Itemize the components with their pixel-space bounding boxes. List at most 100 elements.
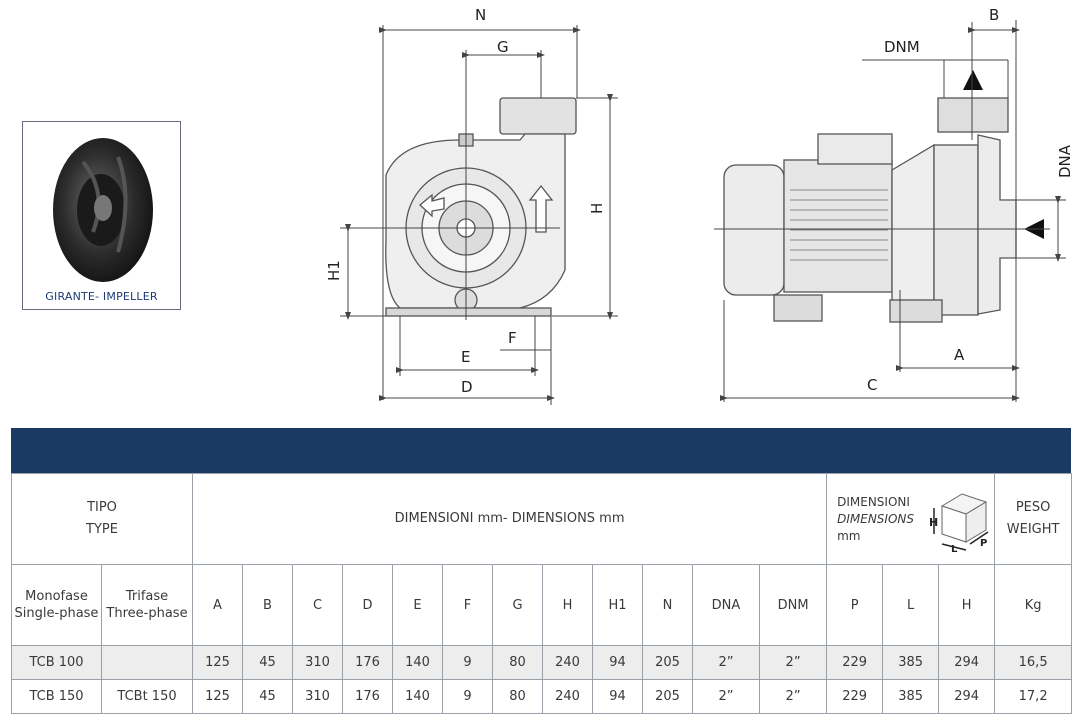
cell: 385 — [882, 679, 940, 714]
col-header: H — [938, 564, 996, 646]
cell: 294 — [938, 645, 996, 680]
cell: 240 — [542, 645, 593, 680]
monofase-label: Monofase — [25, 589, 88, 604]
dim-label-A: A — [954, 346, 965, 364]
cell: 176 — [342, 645, 393, 680]
col-header: DNM — [758, 564, 828, 646]
dim-label-E: E — [461, 348, 470, 366]
col-header: P — [826, 564, 884, 646]
three-phase-label: Three-phase — [106, 606, 188, 621]
col-header: DNA — [692, 564, 760, 646]
cell: 310 — [292, 645, 343, 680]
cell: 2” — [758, 645, 828, 680]
cell: 229 — [826, 645, 884, 680]
dim-label-N: N — [475, 6, 486, 24]
cell: 385 — [882, 645, 940, 680]
col-header: B — [242, 564, 293, 646]
dim-label-F: F — [508, 329, 517, 347]
model-mono: TCB 150 — [11, 679, 102, 714]
cell: 310 — [292, 679, 343, 714]
table-row: TCB 150 TCBt 150 125 45 310 176 140 9 80… — [11, 679, 1073, 714]
model-mono: TCB 100 — [11, 645, 102, 680]
dim-label-D: D — [461, 378, 473, 396]
cell: 45 — [242, 679, 293, 714]
impeller-image — [53, 138, 153, 282]
cell: 9 — [442, 645, 493, 680]
svg-text:L: L — [951, 544, 958, 554]
pack-dim-label: DIMENSIONI — [837, 494, 910, 509]
column-header-row: Monofase Single-phase Trifase Three-phas… — [11, 564, 1073, 646]
cell: 17,2 — [994, 679, 1073, 714]
col-header: D — [342, 564, 393, 646]
dim-label-H: H — [588, 203, 606, 214]
monofase-header: Monofase Single-phase — [11, 564, 102, 646]
cell: 94 — [592, 645, 643, 680]
col-header: H — [542, 564, 593, 646]
col-header: E — [392, 564, 443, 646]
model-tri: TCBt 150 — [101, 679, 193, 714]
cell: 294 — [938, 679, 996, 714]
weight-header-cell: PESO WEIGHT — [994, 473, 1073, 565]
col-header: N — [642, 564, 693, 646]
cell: 2” — [692, 679, 760, 714]
dim-label-DNA: DNA — [1056, 144, 1074, 178]
cell: 140 — [392, 679, 443, 714]
cell: 205 — [642, 645, 693, 680]
technical-drawing: N G H H1 F E D — [325, 6, 1074, 405]
dimensions-title: DIMENSIONI mm- DIMENSIONS mm — [191, 473, 828, 565]
front-view-pump — [385, 97, 577, 317]
front-dimension-lines — [340, 25, 618, 405]
dim-label-DNM: DNM — [884, 38, 920, 56]
dim-label-G: G — [497, 38, 509, 56]
discharge-arrow-icon — [963, 70, 983, 90]
trifase-label: Trifase — [125, 589, 169, 604]
col-header: L — [882, 564, 940, 646]
weight-label: WEIGHT — [1006, 522, 1060, 537]
col-header: H1 — [592, 564, 643, 646]
cell: 94 — [592, 679, 643, 714]
dim-label-H1: H1 — [325, 260, 343, 281]
col-header: F — [442, 564, 493, 646]
spec-table: TIPO TYPE DIMENSIONI mm- DIMENSIONS mm D… — [11, 473, 1073, 714]
tipo-label: TIPO — [87, 500, 117, 515]
cell: 125 — [192, 679, 243, 714]
cell: 140 — [392, 645, 443, 680]
pack-dim-unit: mm — [837, 528, 861, 543]
cell: 80 — [492, 645, 543, 680]
col-header: G — [492, 564, 543, 646]
impeller-photo-box: GIRANTE- IMPELLER — [22, 121, 181, 310]
cell: 229 — [826, 679, 884, 714]
cell: 2” — [758, 679, 828, 714]
impeller-caption: GIRANTE- IMPELLER — [45, 290, 158, 303]
cell: 16,5 — [994, 645, 1073, 680]
col-header: A — [192, 564, 243, 646]
cell: 80 — [492, 679, 543, 714]
pack-dimensions-cell: DIMENSIONI DIMENSIONS mm H L P — [826, 473, 996, 565]
type-label: TYPE — [86, 522, 118, 537]
side-dimension-lines — [714, 20, 1066, 402]
svg-text:P: P — [980, 538, 987, 549]
tipo-type-cell: TIPO TYPE — [11, 473, 193, 565]
col-header: C — [292, 564, 343, 646]
dim-label-B: B — [989, 6, 999, 24]
cell: 9 — [442, 679, 493, 714]
cell: 45 — [242, 645, 293, 680]
dim-label-C: C — [867, 376, 877, 394]
col-header: Kg — [994, 564, 1073, 646]
trifase-header: Trifase Three-phase — [101, 564, 193, 646]
peso-label: PESO — [1015, 500, 1051, 515]
box-dimensions-icon: H L P — [929, 493, 989, 554]
cell: 125 — [192, 645, 243, 680]
svg-text:H: H — [929, 516, 938, 529]
spec-table-wrap: TIPO TYPE DIMENSIONI mm- DIMENSIONS mm D… — [11, 428, 1073, 717]
cell: 176 — [342, 679, 393, 714]
cell: 205 — [642, 679, 693, 714]
cell: 240 — [542, 679, 593, 714]
pack-dim-label-en: DIMENSIONS — [837, 511, 914, 526]
table-title-row: TIPO TYPE DIMENSIONI mm- DIMENSIONS mm D… — [11, 473, 1073, 565]
table-header-bar — [11, 428, 1071, 473]
table-row: TCB 100 125 45 310 176 140 9 80 240 94 2… — [11, 645, 1073, 680]
single-phase-label: Single-phase — [14, 606, 99, 621]
cell: 2” — [692, 645, 760, 680]
model-tri — [101, 645, 193, 680]
